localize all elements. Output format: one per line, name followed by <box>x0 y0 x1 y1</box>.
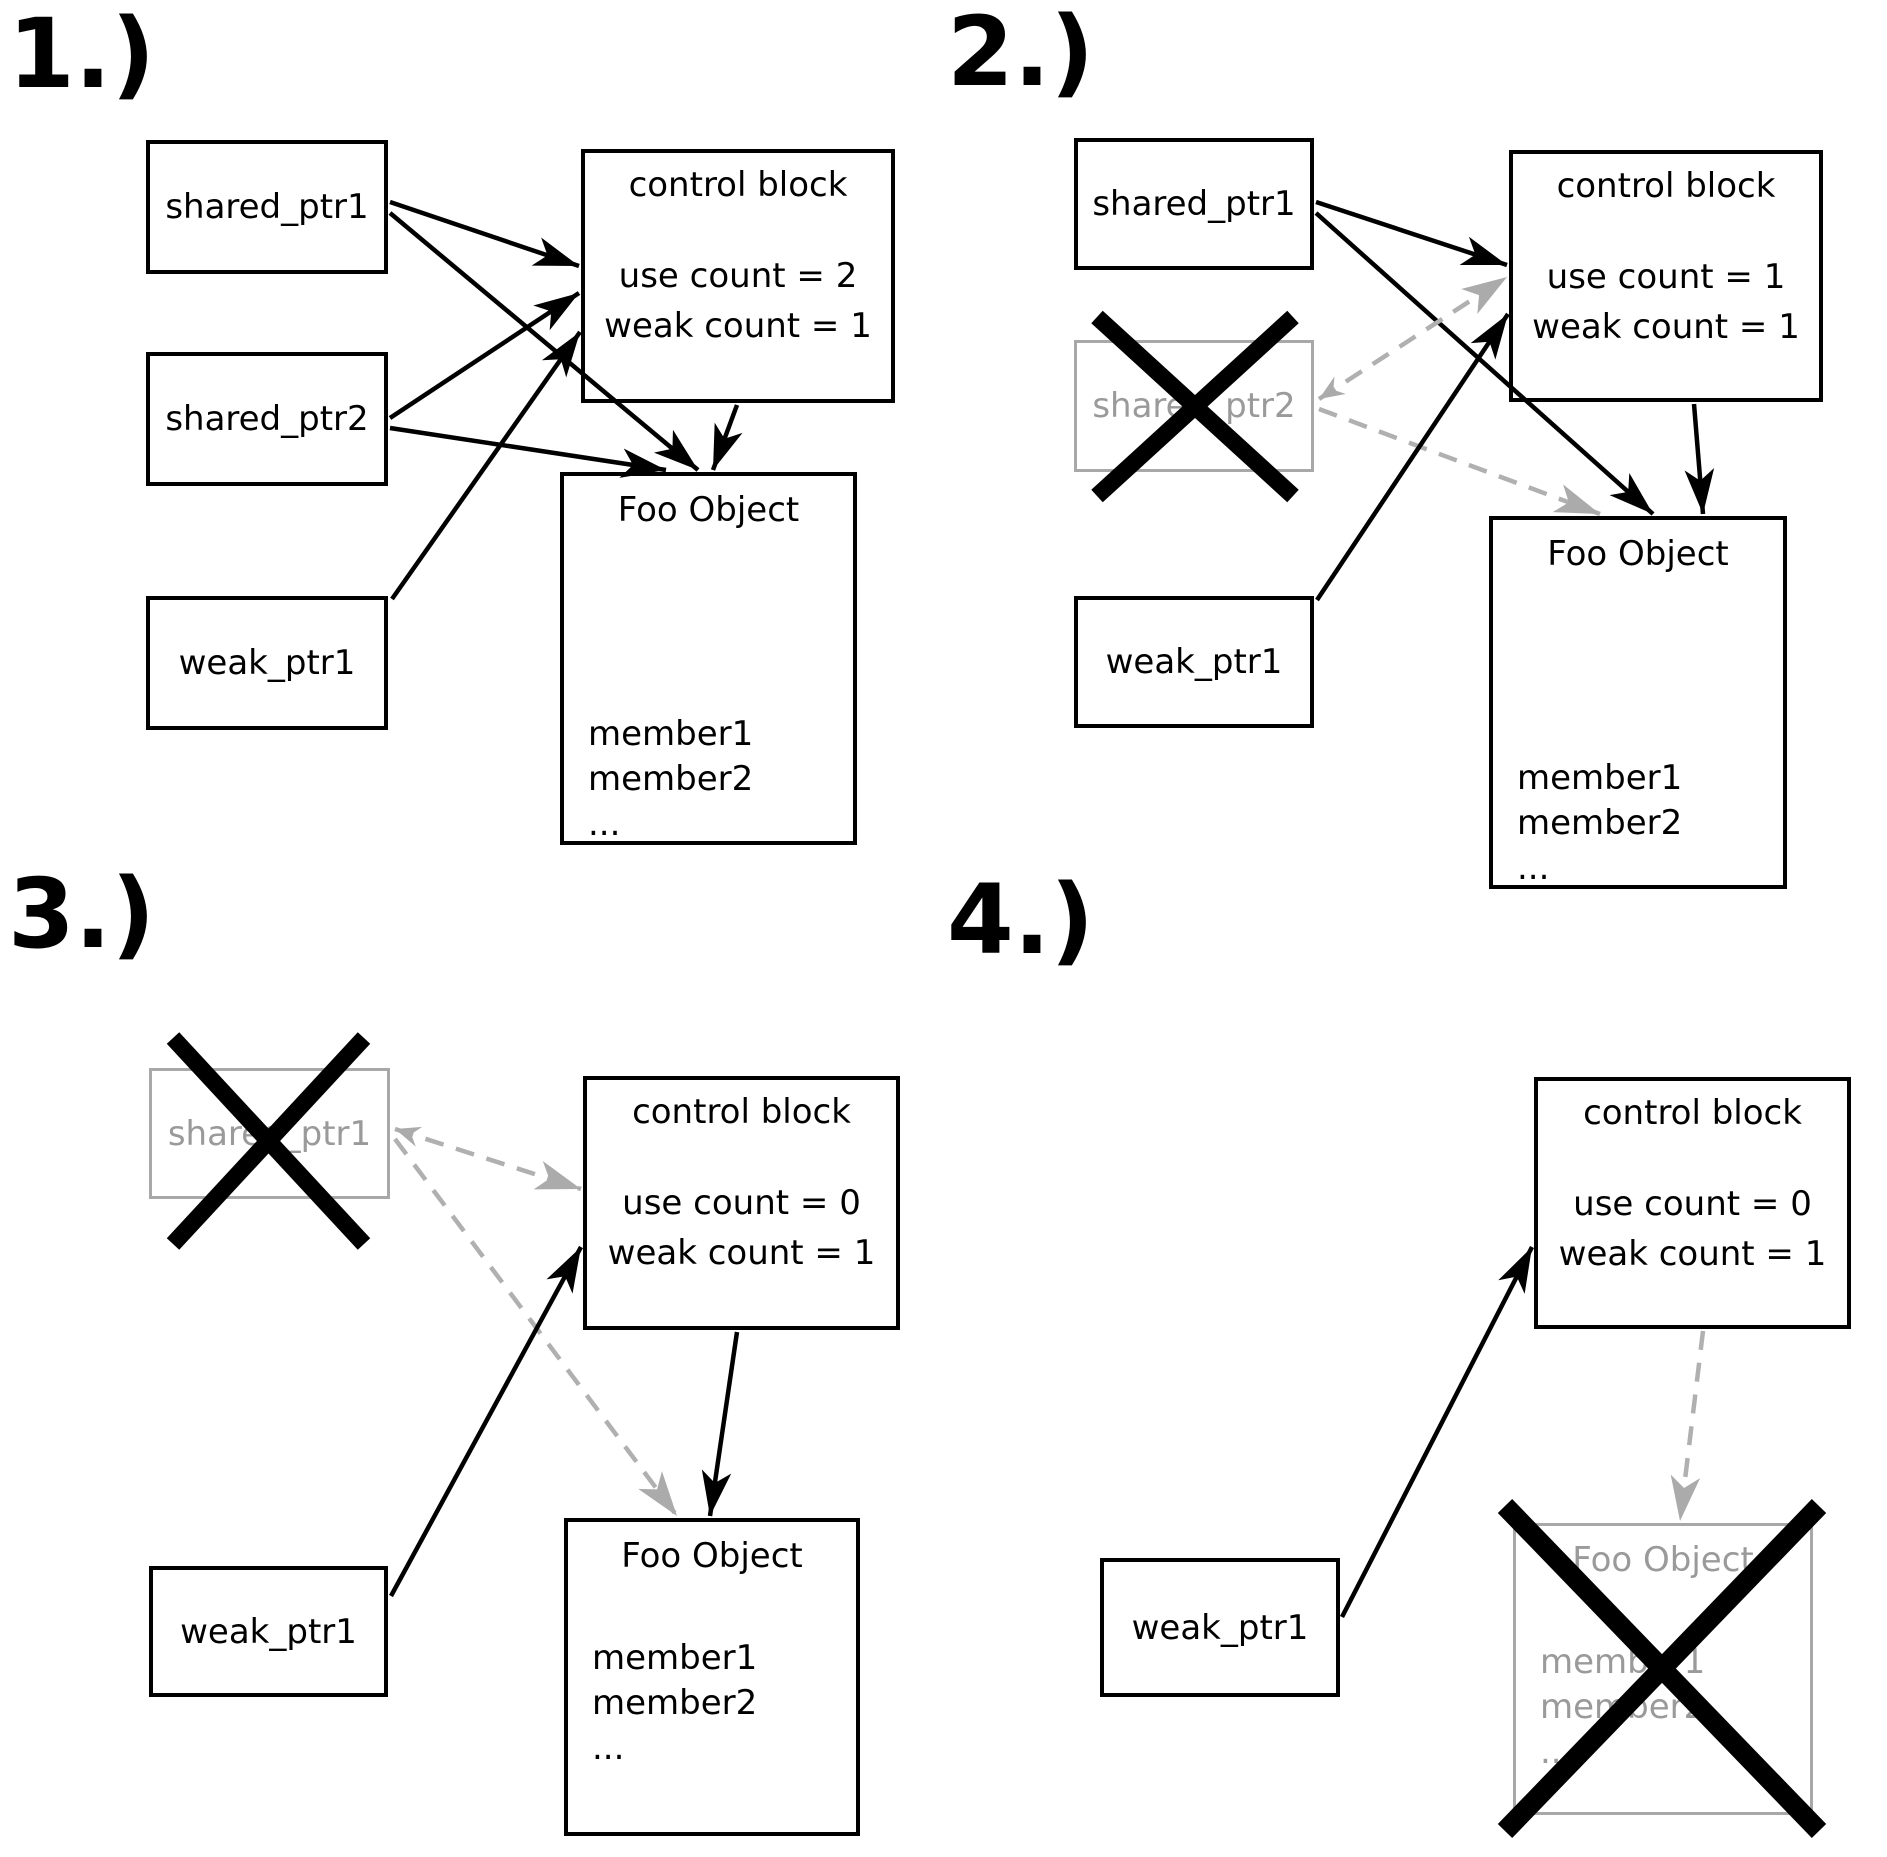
p1-foo-object-title: Foo Object <box>617 490 800 530</box>
p4-control-block-title: control block <box>1583 1093 1802 1133</box>
p2-shared-ptr2-box-crossed: shared_ptr2 <box>1074 340 1314 472</box>
p2-foo-ellipsis: ... <box>1517 848 1550 888</box>
p1-arrow-shared-ptr2-to-control-block <box>388 291 581 420</box>
p2-shared-ptr1-box: shared_ptr1 <box>1074 138 1314 270</box>
p4-foo-ellipsis: ... <box>1540 1732 1573 1772</box>
p4-weak-ptr1-box: weak_ptr1 <box>1100 1558 1340 1697</box>
p3-weak-count: weak count = 1 <box>607 1233 876 1273</box>
p2-weak-ptr1-box: weak_ptr1 <box>1074 596 1314 728</box>
p1-arrow-weak-ptr1-to-control-block <box>390 330 582 601</box>
p3-foo-members: member1 member2 ... <box>592 1636 757 1771</box>
p1-arrow-shared-ptr1-to-control-block <box>389 199 580 269</box>
p2-foo-member1: member1 <box>1517 758 1683 798</box>
p1-foo-object-box: Foo Object member1 member2 ... <box>560 472 857 845</box>
p3-shared-ptr1-label: shared_ptr1 <box>167 1113 372 1154</box>
p4-foo-member2: member2 <box>1540 1687 1706 1727</box>
p1-weak-ptr1-box: weak_ptr1 <box>146 596 388 730</box>
p1-shared-ptr2-box: shared_ptr2 <box>146 352 388 486</box>
p2-arrow-weak-ptr1-to-control-block <box>1315 312 1510 602</box>
p1-control-block-box: control block use count = 2 weak count =… <box>581 149 895 403</box>
panel-2-label: 2.) <box>947 0 1095 108</box>
p4-weak-ptr1-label: weak_ptr1 <box>1131 1607 1309 1648</box>
p2-foo-member2: member2 <box>1517 803 1683 843</box>
p3-foo-object-box: Foo Object member1 member2 ... <box>564 1518 860 1836</box>
p3-foo-ellipsis: ... <box>592 1728 625 1768</box>
panel-3-label: 3.) <box>8 858 156 970</box>
p3-weak-ptr1-box: weak_ptr1 <box>149 1566 388 1697</box>
p2-shared-ptr2-label: shared_ptr2 <box>1092 386 1296 426</box>
p1-arrow-control-block-to-foo-object <box>710 404 743 471</box>
p2-weak-count: weak count = 1 <box>1532 307 1800 347</box>
p1-arrow-shared-ptr2-to-foo-object <box>389 425 667 478</box>
p1-shared-ptr1-label: shared_ptr1 <box>165 187 369 227</box>
p2-foo-members: member1 member2 ... <box>1517 756 1682 891</box>
p4-dashed-arrow-control-block-to-foo-object <box>1670 1330 1706 1522</box>
p2-dashed-arrow-shared-ptr2-to-foo-object <box>1318 406 1601 517</box>
p3-control-block-title: control block <box>632 1092 851 1132</box>
p2-use-count: use count = 1 <box>1546 257 1786 297</box>
p3-weak-ptr1-label: weak_ptr1 <box>180 1611 357 1652</box>
p1-foo-members: member1 member2 ... <box>588 712 753 847</box>
p3-use-count: use count = 0 <box>622 1183 861 1223</box>
p4-weak-count: weak count = 1 <box>1558 1234 1827 1274</box>
p4-foo-object-box-crossed: Foo Object member1 member2 ... <box>1513 1523 1813 1815</box>
p3-arrow-control-block-to-foo-object <box>701 1331 740 1517</box>
p1-control-block-title: control block <box>628 165 848 205</box>
p4-foo-object-title: Foo Object <box>1572 1540 1754 1580</box>
p4-arrow-weak-ptr1-to-control-block <box>1339 1245 1535 1619</box>
p2-dashed-arrow-shared-ptr2-to-control-block <box>1317 275 1509 401</box>
p2-control-block-title: control block <box>1556 166 1776 206</box>
p2-arrow-control-block-to-foo-object <box>1684 403 1715 515</box>
p2-control-block-box: control block use count = 1 weak count =… <box>1509 150 1823 402</box>
p3-dashed-arrow-shared-ptr1-to-control-block <box>394 1126 582 1192</box>
p1-weak-ptr1-label: weak_ptr1 <box>178 643 356 683</box>
p2-shared-ptr1-label: shared_ptr1 <box>1092 184 1296 224</box>
p1-use-count: use count = 2 <box>618 256 858 296</box>
p1-foo-member2: member2 <box>588 759 754 799</box>
p1-shared-ptr1-box: shared_ptr1 <box>146 140 388 274</box>
p3-foo-member2: member2 <box>592 1683 758 1723</box>
p3-shared-ptr1-box-crossed: shared_ptr1 <box>149 1068 390 1199</box>
p1-foo-member1: member1 <box>588 714 754 754</box>
p1-foo-ellipsis: ... <box>588 804 621 844</box>
p1-weak-count: weak count = 1 <box>604 306 872 346</box>
p3-foo-member1: member1 <box>592 1638 758 1678</box>
p2-foo-object-box: Foo Object member1 member2 ... <box>1489 516 1787 889</box>
p3-control-block-box: control block use count = 0 weak count =… <box>583 1076 900 1330</box>
panel-4-label: 4.) <box>947 864 1095 976</box>
p4-use-count: use count = 0 <box>1573 1184 1812 1224</box>
panel-1-label: 1.) <box>8 0 156 110</box>
p2-weak-ptr1-label: weak_ptr1 <box>1105 642 1283 682</box>
p2-foo-object-title: Foo Object <box>1547 534 1729 574</box>
p2-arrow-shared-ptr1-to-control-block <box>1315 199 1508 268</box>
p1-shared-ptr2-label: shared_ptr2 <box>165 399 369 439</box>
p4-foo-member1: member1 <box>1540 1642 1706 1682</box>
p4-control-block-box: control block use count = 0 weak count =… <box>1534 1077 1851 1329</box>
p3-arrow-weak-ptr1-to-control-block <box>389 1245 583 1598</box>
p4-foo-members: member1 member2 ... <box>1540 1640 1705 1775</box>
p3-foo-object-title: Foo Object <box>621 1536 803 1576</box>
